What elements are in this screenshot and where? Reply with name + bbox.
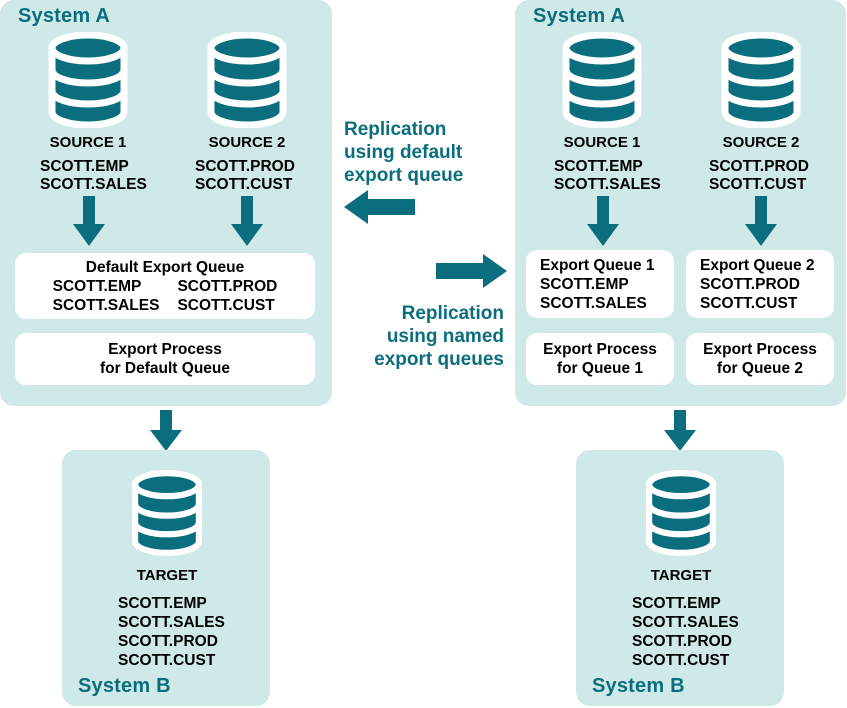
database-cylinder-icon xyxy=(48,32,128,128)
arrow-down-icon xyxy=(231,196,263,246)
table-name: SCOTT.SALES xyxy=(554,176,661,193)
left-system-b-label: System B xyxy=(78,675,171,697)
arrow-left-icon xyxy=(344,190,415,224)
queue-heading: Export Queue 1 xyxy=(540,256,655,274)
table-name: SCOTT.CUST xyxy=(118,652,216,669)
arrow-down-icon xyxy=(664,410,696,451)
table-name: SCOTT.CUST xyxy=(709,176,807,193)
table-name: SCOTT.EMP xyxy=(554,158,643,175)
table-name: SCOTT.CUST xyxy=(195,176,293,193)
arrow-right-icon xyxy=(436,254,507,288)
right-target-title: TARGET xyxy=(650,567,712,584)
arrow-down-icon xyxy=(745,196,777,246)
left-default-export-queue-box: Default Export Queue SCOTT.EMP SCOTT.SAL… xyxy=(15,253,315,319)
database-cylinder-icon xyxy=(207,32,287,128)
table-name: SCOTT.CUST xyxy=(632,652,730,669)
annotation-line-one: Replication xyxy=(344,119,447,140)
left-system-a-label: System A xyxy=(18,5,111,27)
process-line-two: for Queue 1 xyxy=(556,360,644,377)
right-target-tables: SCOTT.EMP SCOTT.SALES SCOTT.PROD SCOTT.C… xyxy=(632,594,739,670)
process-line-one: Export Process xyxy=(543,341,657,358)
process-line-one: Export Process xyxy=(108,341,222,358)
arrow-down-icon xyxy=(150,410,182,451)
table-name: SCOTT.SALES xyxy=(540,294,647,312)
annotation-line-three: export queue xyxy=(344,165,464,186)
queue-column-one: SCOTT.EMP SCOTT.SALES xyxy=(53,277,160,315)
annotation-line-one: Replication xyxy=(401,303,504,324)
annotation-line-two: using named xyxy=(386,326,504,347)
right-export-process-1-box: Export Process for Queue 1 xyxy=(526,333,674,385)
left-target-tables: SCOTT.EMP SCOTT.SALES SCOTT.PROD SCOTT.C… xyxy=(118,594,225,670)
database-cylinder-icon xyxy=(721,32,801,128)
table-name: SCOTT.SALES xyxy=(632,614,739,631)
table-name: SCOTT.EMP xyxy=(118,595,207,612)
arrow-down-icon xyxy=(587,196,619,246)
right-source-2-title: SOURCE 2 xyxy=(722,134,800,151)
annotation-line-three: export queues xyxy=(374,349,504,370)
table-name: SCOTT.EMP xyxy=(540,275,629,293)
process-line-two: for Default Queue xyxy=(99,360,231,377)
left-source-2-tables: SCOTT.PROD SCOTT.CUST xyxy=(195,158,295,194)
table-name: SCOTT.SALES xyxy=(118,614,225,631)
process-line-two: for Queue 2 xyxy=(716,360,804,377)
right-export-queue-2-box: Export Queue 2 SCOTT.PROD SCOTT.CUST xyxy=(686,250,834,318)
queue-heading: Default Export Queue xyxy=(85,258,245,276)
queue-table-columns: SCOTT.EMP SCOTT.SALES SCOTT.PROD SCOTT.C… xyxy=(53,277,278,315)
right-source-1-tables: SCOTT.EMP SCOTT.SALES xyxy=(554,158,661,194)
database-cylinder-icon xyxy=(562,32,642,128)
left-export-process-box: Export Process for Default Queue xyxy=(15,333,315,385)
table-name: SCOTT.PROD xyxy=(632,633,732,650)
table-name: SCOTT.EMP xyxy=(52,277,142,295)
table-name: SCOTT.CUST xyxy=(177,296,275,314)
table-name: SCOTT.PROD xyxy=(118,633,218,650)
queue-heading: Export Queue 2 xyxy=(700,256,815,274)
database-cylinder-icon xyxy=(645,470,717,556)
arrow-down-icon xyxy=(73,196,105,246)
left-source-2-title: SOURCE 2 xyxy=(208,134,286,151)
annotation-named-queues: Replication using named export queues xyxy=(352,302,504,371)
table-name: SCOTT.PROD xyxy=(700,275,800,293)
table-name: SCOTT.EMP xyxy=(40,158,129,175)
process-line-one: Export Process xyxy=(703,341,817,358)
annotation-line-two: using default xyxy=(344,142,463,163)
queue-column-two: SCOTT.PROD SCOTT.CUST xyxy=(177,277,277,315)
table-name: SCOTT.CUST xyxy=(700,294,798,312)
table-name: SCOTT.PROD xyxy=(709,158,809,175)
table-name: SCOTT.PROD xyxy=(177,277,278,295)
table-name: SCOTT.EMP xyxy=(632,595,721,612)
table-name: SCOTT.PROD xyxy=(195,158,295,175)
right-export-queue-1-box: Export Queue 1 SCOTT.EMP SCOTT.SALES xyxy=(526,250,674,318)
database-cylinder-icon xyxy=(131,470,203,556)
left-source-1-title: SOURCE 1 xyxy=(49,134,127,151)
right-source-2-tables: SCOTT.PROD SCOTT.CUST xyxy=(709,158,809,194)
right-source-1-title: SOURCE 1 xyxy=(563,134,641,151)
right-system-a-label: System A xyxy=(533,5,626,27)
right-system-b-label: System B xyxy=(592,675,685,697)
left-target-title: TARGET xyxy=(136,567,198,584)
left-source-1-tables: SCOTT.EMP SCOTT.SALES xyxy=(40,158,147,194)
table-name: SCOTT.SALES xyxy=(52,296,160,314)
table-name: SCOTT.SALES xyxy=(40,176,147,193)
annotation-default-queue: Replication using default export queue xyxy=(344,118,463,187)
right-export-process-2-box: Export Process for Queue 2 xyxy=(686,333,834,385)
